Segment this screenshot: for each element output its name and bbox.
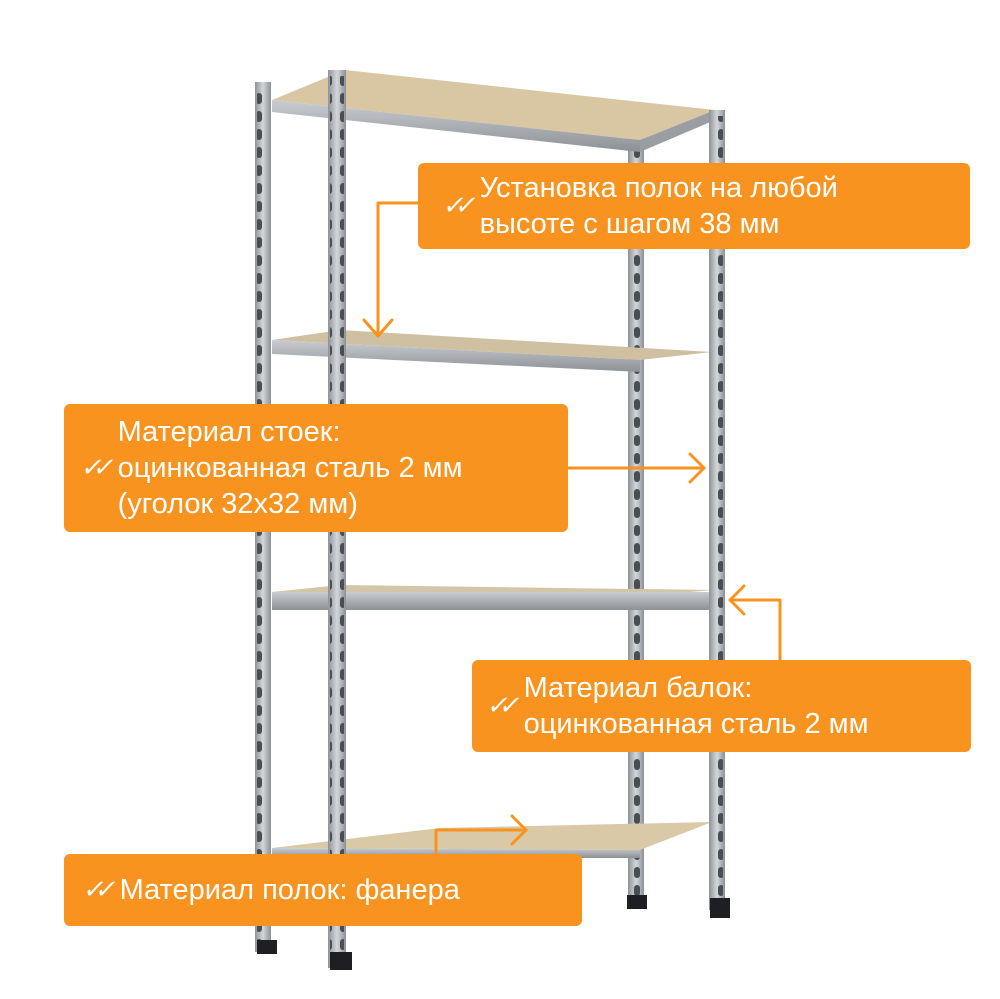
double-check-icon: ✓✓ [80, 875, 111, 905]
double-check-icon: ✓✓ [78, 453, 109, 483]
shelf-1 [272, 70, 715, 152]
shelf-3 [272, 585, 715, 610]
callout-post-material-text: Материал стоек: оцинкованная сталь 2 мм … [117, 416, 463, 520]
callout-shelf-material-text: Материал полок: фанера [119, 874, 460, 906]
arrow-post-material-head [688, 452, 706, 484]
arrow-shelf-material [434, 828, 528, 856]
callout-shelf-height-text: Установка полок на любой высоте с шагом … [479, 172, 838, 240]
shelf-2 [272, 330, 712, 372]
arrow-shelf-height [376, 201, 420, 338]
arrow-beam-material-head [728, 584, 746, 616]
callout-shelf-material: ✓✓ Материал полок: фанера [64, 854, 582, 926]
double-check-icon: ✓✓ [440, 191, 471, 221]
callout-post-material: ✓✓ Материал стоек: оцинкованная сталь 2 … [64, 404, 568, 532]
callout-shelf-height: ✓✓ Установка полок на любой высоте с шаг… [418, 163, 970, 249]
callout-beam-material-text: Материал балок: оцинкованная сталь 2 мм [523, 672, 869, 740]
back-left-foot [257, 940, 277, 954]
back-right-foot [627, 895, 647, 909]
arrow-beam-material [728, 598, 782, 662]
arrow-shelf-material-head [510, 814, 528, 846]
callout-beam-material: ✓✓ Материал балок: оцинкованная сталь 2 … [472, 660, 971, 752]
double-check-icon: ✓✓ [484, 691, 515, 721]
back-right-post [628, 135, 644, 900]
arrow-shelf-height-head [362, 318, 394, 338]
